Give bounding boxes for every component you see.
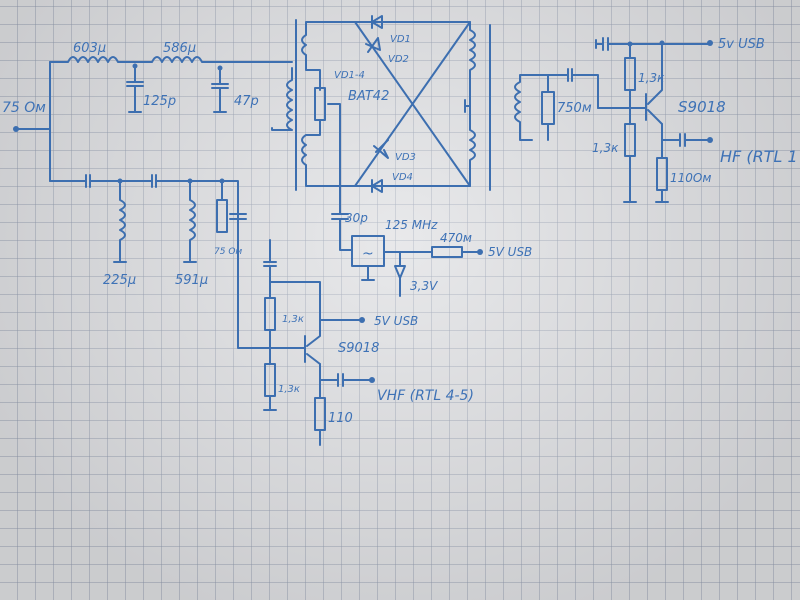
label-input-impedance: 75 Ом — [2, 100, 46, 116]
vhf-output-coupling — [319, 363, 371, 387]
label-q-hf: S9018 — [678, 98, 726, 116]
label-r-1k3-top: 1,3к — [638, 71, 665, 85]
transistor-hf — [597, 93, 663, 125]
input-lowpass-section — [13, 56, 293, 182]
coupling-coil — [271, 67, 293, 131]
label-r-1k3-vhf-bottom: 1,3к — [278, 384, 300, 395]
collector-wire — [647, 42, 663, 105]
ground-tap — [464, 99, 471, 113]
label-c-30: 30p — [345, 211, 368, 225]
hf-supply-line — [595, 37, 711, 51]
label-usb-top: 5v USB — [718, 37, 765, 52]
resistor-110-vhf — [314, 379, 326, 446]
label-vd2: VD2 — [388, 54, 409, 65]
label-c-47: 47p — [234, 94, 259, 109]
diode-vd3 — [373, 139, 389, 159]
label-l-225: 225µ — [103, 273, 136, 288]
usb-terminal-osc — [477, 249, 483, 255]
label-vd1: VD1 — [390, 34, 411, 45]
transistor-vhf — [304, 319, 321, 365]
resistor-1k3-bottom — [623, 107, 637, 203]
label-zener: 3,3V — [410, 279, 438, 293]
label-l-603: 603µ — [73, 41, 106, 56]
usb-terminal-top — [707, 40, 713, 46]
label-r-1k3-vhf-top: 1,3к — [282, 314, 304, 325]
resistor-1k3-top — [624, 43, 636, 109]
diode-ring-mixer — [295, 15, 491, 193]
label-q-vhf: S9018 — [338, 341, 379, 356]
labels: 75 Ом 603µ 586µ 125p 47p VD1 VD2 VD1-4 B… — [2, 34, 798, 426]
diode-vd4 — [371, 179, 383, 193]
label-vd1-4: VD1-4 — [334, 70, 365, 81]
label-r-750: 750м — [557, 101, 592, 116]
oscillator-ground — [361, 265, 375, 281]
label-r-1k3-hf-bottom: 1,3к — [592, 141, 619, 155]
vhf-output-terminal — [369, 377, 375, 383]
input-wire — [15, 61, 51, 182]
highpass-vhf-section — [49, 174, 375, 446]
coupling-cap-vhf — [229, 213, 306, 349]
label-r-470: 470м — [440, 231, 472, 245]
hf-output-coupling — [661, 123, 711, 147]
label-osc-freq: 125 MHz — [385, 218, 438, 232]
resistor-470 — [383, 246, 479, 258]
resistor-75 — [216, 180, 228, 233]
right-winding — [349, 21, 476, 187]
capacitor-30p — [331, 185, 353, 251]
label-vd4: VD4 — [392, 172, 413, 183]
resistor-110-hf — [655, 139, 669, 203]
label-usb-vhf: 5V USB — [374, 314, 418, 328]
label-r-110-hf: 110Ом — [670, 171, 711, 185]
label-r-110-vhf: 110 — [328, 411, 353, 426]
decoupling-vhf — [263, 239, 361, 321]
ring-cross — [354, 21, 471, 187]
highpass-series-caps — [49, 174, 239, 251]
resistor-1k3-vhf-bottom — [263, 347, 277, 411]
pot-wiper — [327, 103, 341, 187]
diode-vd1 — [371, 15, 383, 29]
label-l-586: 586µ — [163, 41, 196, 56]
balance-potentiometer — [314, 87, 326, 121]
label-hf-output: HF (RTL 1 — [720, 147, 798, 166]
diode-vd2 — [365, 37, 381, 53]
hf-output-terminal — [707, 137, 713, 143]
transformer-cores — [295, 19, 491, 191]
lowpass-series-inductors — [49, 56, 293, 63]
capacitor-125p — [126, 65, 144, 113]
zener-3v3 — [394, 251, 406, 297]
usb-terminal-vhf — [359, 317, 365, 323]
label-bat42: BAT42 — [348, 89, 389, 104]
left-winding — [301, 21, 356, 187]
label-l-591: 591µ — [175, 273, 208, 288]
oscillator-symbol: ~ — [362, 246, 374, 262]
label-vd3: VD3 — [395, 152, 416, 163]
capacitor-47p — [211, 67, 229, 113]
hf-input-coil — [514, 74, 549, 141]
inductor-591u — [183, 180, 197, 263]
oscillator-section — [331, 185, 483, 297]
label-usb-osc: 5V USB — [488, 245, 532, 259]
label-c-125: 125p — [143, 94, 176, 109]
hf-amplifier — [514, 37, 713, 203]
label-r-75: 75 Ом — [214, 247, 242, 257]
label-vhf-output: VHF (RTL 4-5) — [377, 388, 474, 404]
inductor-225u — [113, 180, 127, 263]
resistor-1k3-vhf-top — [264, 281, 276, 349]
